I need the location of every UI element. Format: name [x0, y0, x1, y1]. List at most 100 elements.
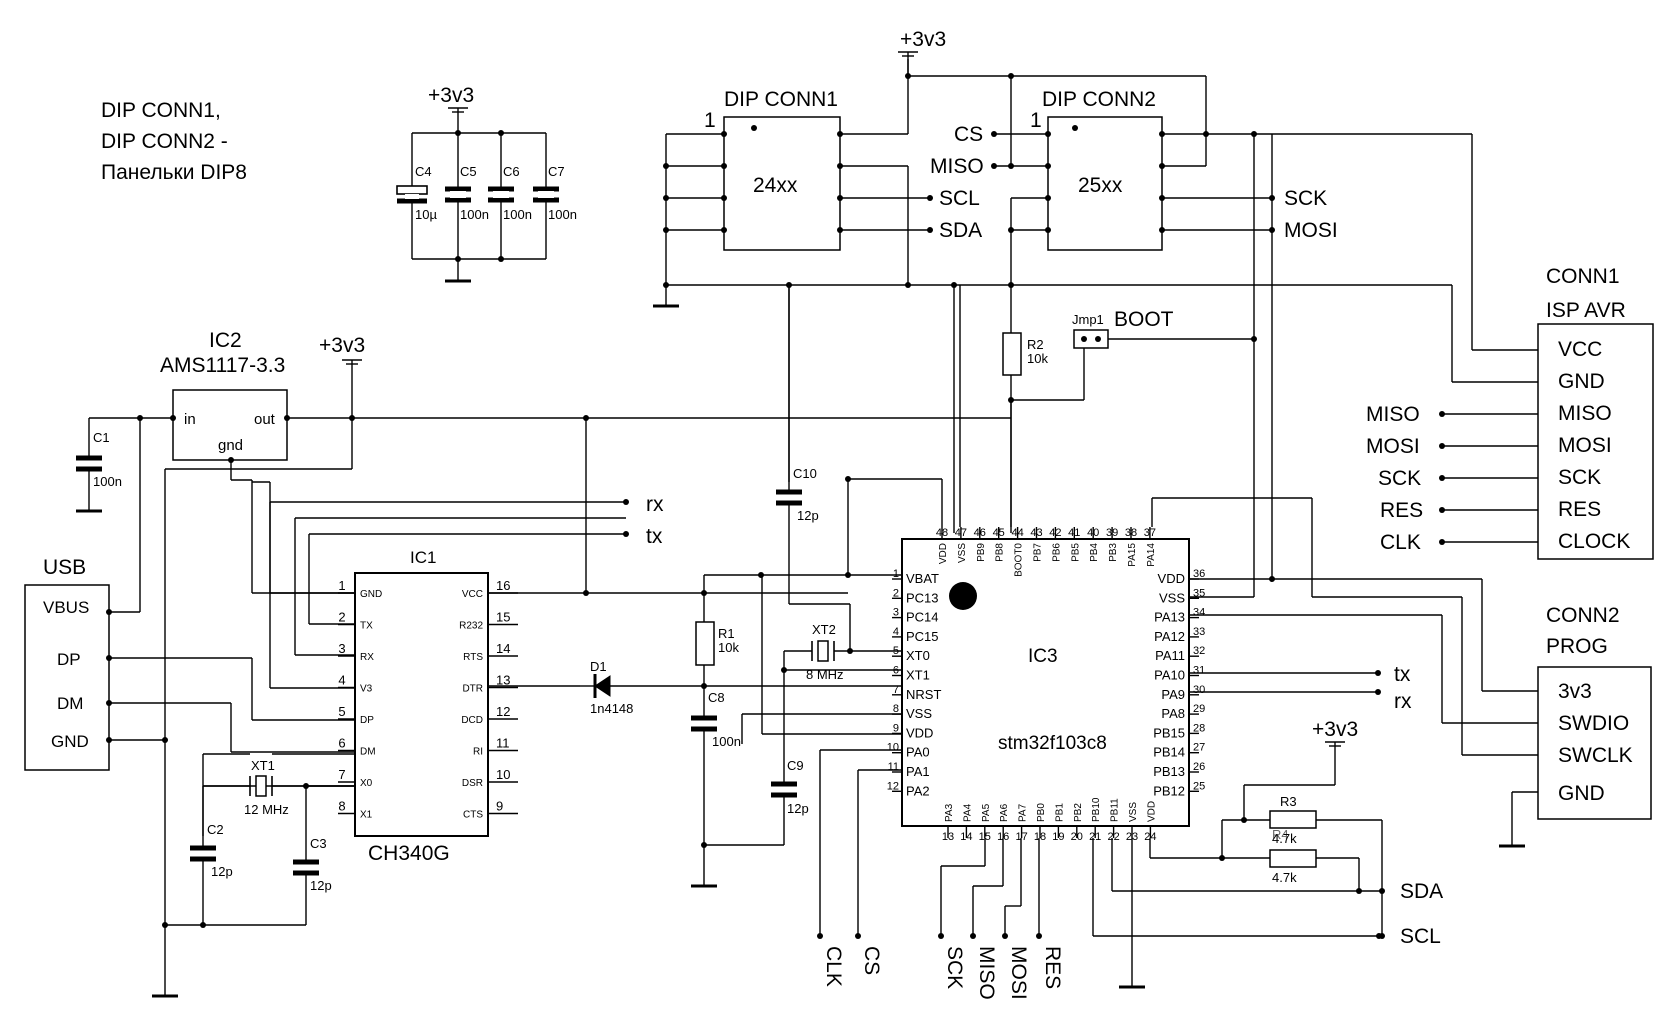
ic3-pin-num: 39 [1106, 527, 1118, 539]
ic3-pin-name: PB6 [1051, 543, 1062, 562]
conn1-pin-mosi: MOSI [1558, 434, 1612, 457]
ic3-pin-num: 11 [888, 761, 899, 773]
c7-name: C7 [548, 164, 565, 179]
ic2-name: IC2 [209, 329, 242, 352]
bottom-net-res: RES [1041, 946, 1064, 989]
ic3-pin-num: 25 [1193, 780, 1205, 792]
uart-tx-ic3: tx [1394, 663, 1411, 686]
ic3-part: stm32f103c8 [998, 733, 1107, 754]
ic3-pin-num: 47 [955, 527, 967, 539]
ic3-pin-name: VSS [957, 543, 968, 563]
ic3-pin-name: XT0 [906, 648, 930, 663]
ic3-pin-name: PC13 [906, 590, 939, 605]
ic3-pin-name: PA4 [962, 803, 973, 822]
r1-name: R1 [718, 626, 735, 641]
conn1-pin-sck: SCK [1558, 466, 1601, 489]
cap-c1: C1 100n [76, 418, 122, 513]
ic3-pin-name: PA10 [1154, 668, 1185, 683]
ic3-pin-name: VDD [1158, 571, 1185, 586]
conn2-subtitle: PROG [1546, 635, 1608, 658]
ic1-pin-name: DSR [462, 778, 483, 789]
xt1-name: XT1 [251, 758, 275, 773]
ic3-pin-name: PC14 [906, 610, 939, 625]
conn2-pin-3v3: 3v3 [1558, 680, 1592, 703]
ic3-pin-num: 46 [974, 527, 986, 539]
conn1-subtitle: ISP AVR [1546, 299, 1626, 322]
ic3-pin-num: 33 [1193, 626, 1205, 638]
decoupling-caps: +3v3 C4 10µ C5 100n C6 100n C7 100n [396, 84, 577, 283]
dip1-pin1: 1 [704, 109, 716, 132]
conn1-pin-miso: MISO [1558, 402, 1612, 425]
ic3-pin-name: PB1 [1054, 803, 1065, 822]
ic3-name: IC3 [1028, 646, 1058, 667]
c4-name: C4 [415, 164, 432, 179]
ic3-pin-num: 12 [887, 780, 899, 792]
ic3-pin-name: PB7 [1033, 543, 1044, 562]
ic1-pins: 1GND2TX3RX4V35DP6DM7X08X116VCC15R23214RT… [338, 578, 518, 821]
ic3-pin-name: PB13 [1153, 764, 1185, 779]
c5-name: C5 [460, 164, 477, 179]
c9-value: 12p [787, 801, 809, 816]
c7-value: 100n [548, 207, 577, 222]
c5-value: 100n [460, 207, 489, 222]
c3-name: C3 [310, 836, 327, 851]
r4-value: 4.7k [1272, 870, 1297, 885]
r2-value: 10k [1027, 351, 1048, 366]
note-line-3: Панельки DIP8 [101, 161, 247, 184]
ic3-pin-num: 32 [1193, 645, 1205, 657]
conn1-ext-res: RES [1380, 499, 1423, 522]
dip1-sda: SDA [939, 219, 982, 242]
dip-conn1: DIP CONN1 1 24xx SCL SDA [663, 59, 982, 285]
usb-pin-vbus: VBUS [43, 598, 89, 617]
ic2-gnd: gnd [218, 437, 243, 454]
ic1-pin-name: V3 [360, 684, 373, 695]
ic1-pin-num: 11 [496, 736, 510, 751]
ic1-pin-name: RX [360, 652, 374, 663]
ic3-pin-name: PA8 [1161, 706, 1185, 721]
ic1-pin-name: X0 [360, 778, 373, 789]
uart-rx-ic3: rx [1394, 690, 1412, 713]
bottom-net-sck: SCK [943, 946, 966, 989]
bottom-net-cs: CS [860, 946, 883, 975]
usb-connector: USB VBUS DP DM GND [24, 418, 355, 998]
ic3-pin-num: 19 [1052, 831, 1064, 843]
c4-value: 10µ [415, 207, 437, 222]
ic1-pin-num: 12 [496, 704, 510, 719]
dip2-chip: 25xx [1078, 174, 1123, 197]
ic1-pin-name: RI [473, 747, 483, 758]
ic3-pin-num: 36 [1193, 568, 1205, 580]
ic1-pin-name: X1 [360, 810, 373, 821]
ic1-ch340g: IC1 CH340G [354, 548, 489, 865]
conn1-ext-miso: MISO [1366, 403, 1420, 426]
ic3-pin-name: PA14 [1146, 543, 1157, 567]
ic1-pin-name: DM [360, 747, 376, 758]
ic1-pin-name: DTR [462, 684, 483, 695]
ic3-pin-num: 9 [893, 722, 899, 734]
ic3-pin-name: PA12 [1154, 629, 1185, 644]
ic3-pin-name: PB15 [1153, 725, 1185, 740]
r3-value: 4.7k [1272, 831, 1297, 846]
ic3-pin-name: PB8 [995, 543, 1006, 562]
dip2-pin1: 1 [1030, 109, 1042, 132]
ic3-pin-name: XT1 [906, 668, 930, 683]
ic1-pin-name: CTS [463, 810, 483, 821]
ic3-pin-num: 43 [1030, 527, 1042, 539]
pullup-resistors: +3v3 R3 4.7k R4 4.7k [1221, 718, 1383, 936]
ic3-pin-name: VDD [1146, 801, 1157, 822]
power-label: +3v3 [428, 84, 474, 107]
ic1-pin-name: R232 [459, 621, 483, 632]
ic3-pin-name: BOOT0 [1014, 543, 1025, 577]
ic3-pin-num: 30 [1193, 684, 1205, 696]
ic3-pin-num: 48 [936, 527, 948, 539]
ic1-pin-num: 4 [338, 673, 345, 688]
ic3-pin-num: 14 [960, 831, 972, 843]
ic3-pin-num: 28 [1193, 722, 1205, 734]
d1-value: 1n4148 [590, 701, 633, 716]
ic3-pin-name: PB9 [976, 543, 987, 562]
ic1-pin-name: DP [360, 715, 374, 726]
ic2-part: AMS1117-3.3 [160, 354, 285, 377]
ic3-pin-num: 16 [997, 831, 1009, 843]
dip-conn2: DIP CONN2 1 25xx CS MISO SCK MOSI [930, 88, 1472, 285]
dip1-title: DIP CONN1 [724, 88, 838, 111]
